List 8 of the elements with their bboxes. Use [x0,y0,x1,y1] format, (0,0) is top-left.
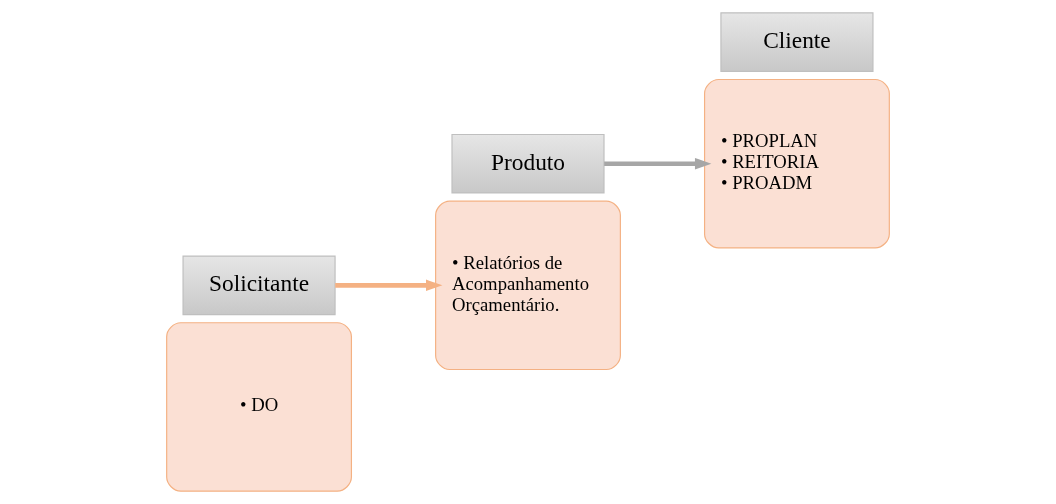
arrow [335,279,443,292]
arrow [604,157,712,170]
node-box: • DO [166,322,352,492]
node-box: • PROPLAN • REITORIA • PROADM [704,78,890,249]
node-box: Produto [451,133,605,194]
node-box: Cliente [720,12,874,72]
node-box: Solicitante [182,255,336,316]
node-box: • Relatórios de Acompanhamento Orçamentário. [435,200,621,371]
